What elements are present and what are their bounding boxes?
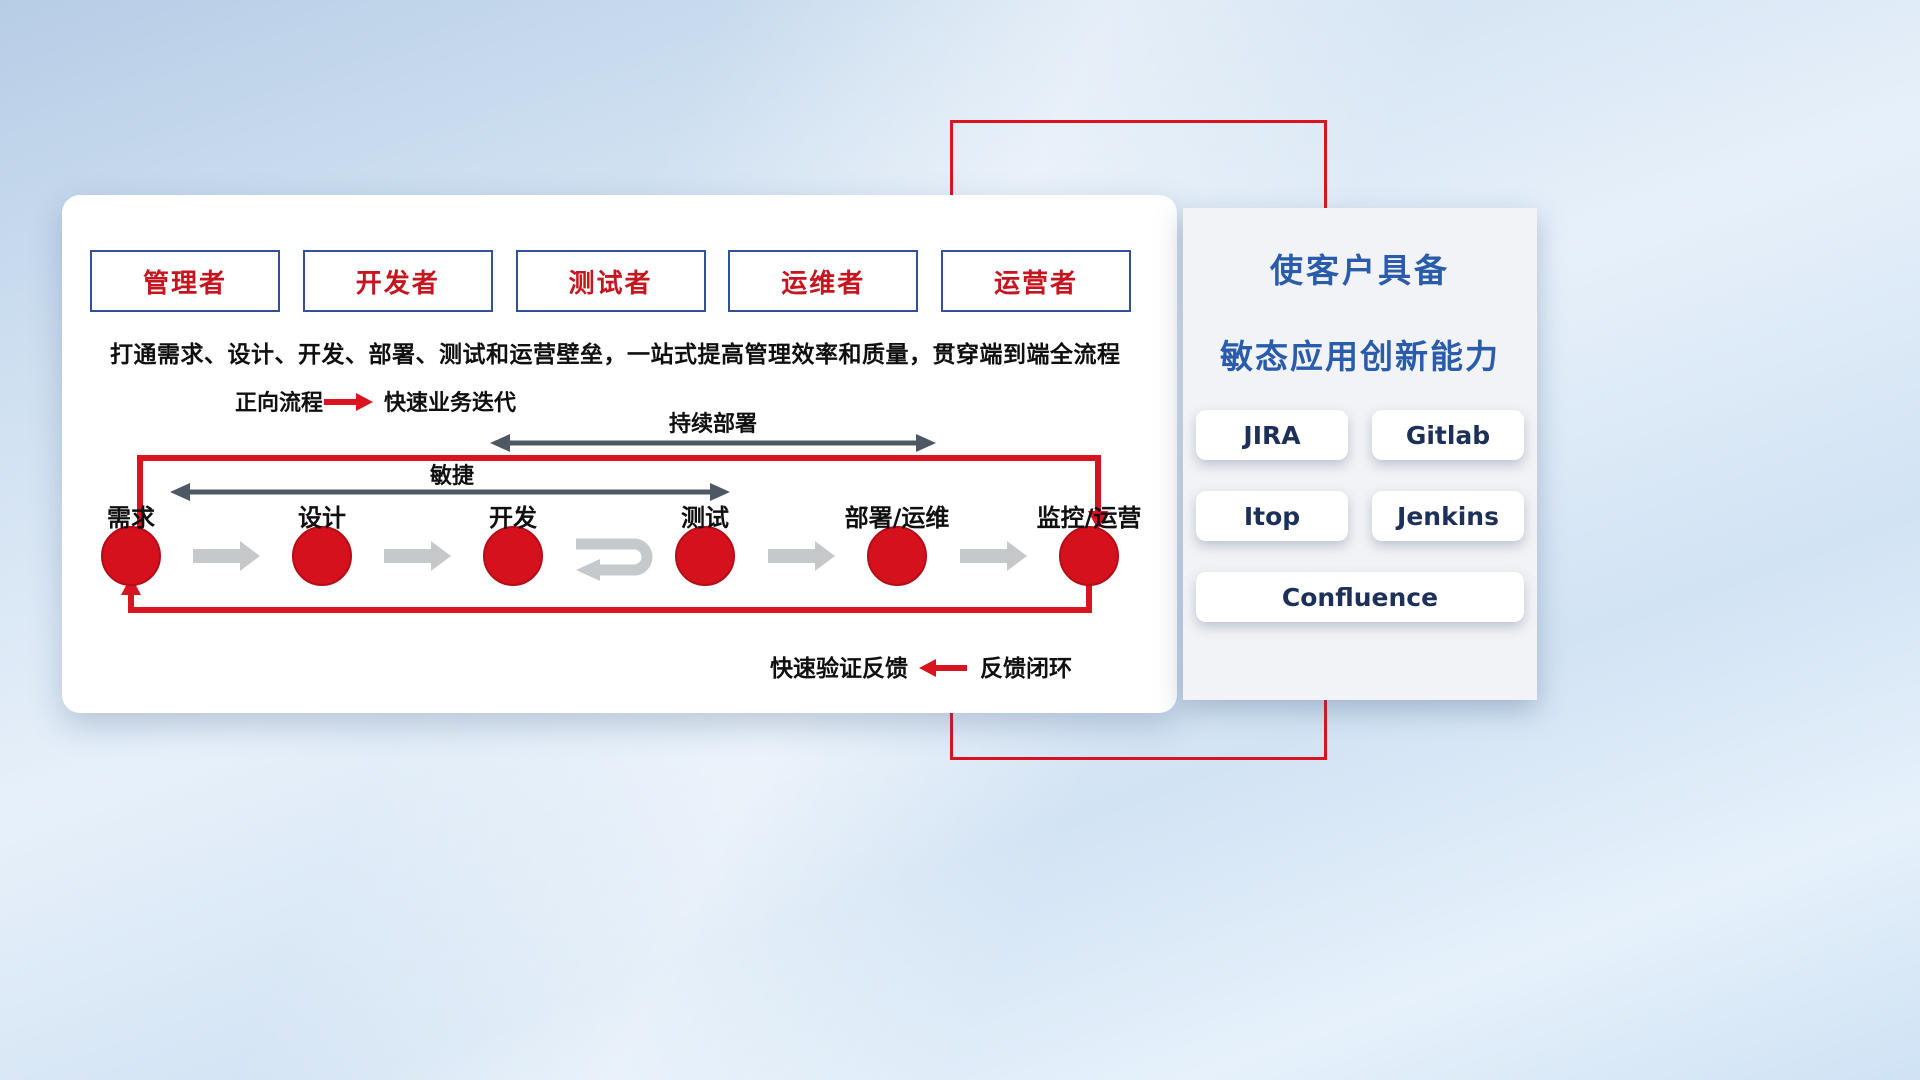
tool-chip-itop: Itop: [1196, 491, 1348, 541]
stage-circle: [867, 526, 927, 586]
stage-circle: [675, 526, 735, 586]
agile-span: 敏捷: [170, 463, 730, 501]
continuous-deploy-label: 持续部署: [669, 411, 757, 437]
stage-circle: [101, 526, 161, 586]
tool-chip-gitlab: Gitlab: [1372, 410, 1524, 460]
role-label: 管理者: [142, 268, 227, 299]
right-panel: 使客户具备 敏态应用创新能力 JIRA Gitlab Itop Jenkins …: [1183, 208, 1537, 700]
forward-loop-arrow: [137, 455, 1108, 530]
panel-title-line2: 敏态应用创新能力: [1220, 337, 1500, 376]
tool-chip-grid: JIRA Gitlab Itop Jenkins Confluence: [1196, 410, 1524, 622]
down-arrowhead-icon: [1088, 511, 1108, 530]
stage-label: 需求: [107, 504, 155, 532]
role-box-ops: 运维者: [728, 250, 919, 312]
role-label: 运营者: [993, 268, 1078, 299]
devops-flow-card: 管理者 开发者 测试者 运维者 运营者 打通需求、设计、开发、部署、测试和运营壁…: [62, 195, 1177, 713]
tool-chip-confluence: Confluence: [1196, 572, 1524, 622]
stage-label: 部署/运维: [845, 504, 950, 532]
iteration-loop-icon: [576, 538, 653, 581]
agile-label: 敏捷: [429, 463, 475, 489]
flow-arrow-icon: [960, 541, 1027, 571]
panel-title-line1: 使客户具备: [1270, 251, 1450, 290]
flow-arrow-icon: [768, 541, 835, 571]
feedback-label: 快速验证反馈: [770, 655, 908, 682]
stage-circles: [101, 526, 1119, 586]
stage-circle: [292, 526, 352, 586]
forward-flow-legend: 正向流程 快速业务迭代: [235, 390, 516, 416]
forward-flow-value: 快速业务迭代: [384, 390, 516, 416]
double-arrow-icon: [170, 483, 730, 501]
feedback-value: 反馈闭环: [980, 655, 1072, 682]
role-box-tester: 测试者: [515, 250, 706, 312]
stage-label: 监控/运营: [1037, 504, 1142, 532]
double-arrow-icon: [490, 434, 936, 452]
role-box-manager: 管理者: [90, 250, 280, 312]
stage-label: 设计: [298, 504, 346, 532]
tool-chip-jenkins: Jenkins: [1372, 491, 1524, 541]
role-box-operator: 运营者: [941, 250, 1131, 312]
feedback-loop-arrow: [121, 576, 1092, 613]
forward-flow-label: 正向流程: [235, 390, 323, 416]
role-box-developer: 开发者: [302, 250, 493, 312]
stage-label: 测试: [681, 504, 729, 532]
role-label: 运维者: [781, 268, 866, 299]
card-description: 打通需求、设计、开发、部署、测试和运营壁垒，一站式提高管理效率和质量，贯穿端到端…: [110, 342, 1121, 368]
flow-arrow-icon: [193, 541, 260, 571]
role-label: 测试者: [568, 268, 653, 299]
tool-chip-jira: JIRA: [1196, 410, 1348, 460]
left-arrow-icon: [919, 659, 967, 677]
stage-circle: [483, 526, 543, 586]
right-arrow-icon: [324, 393, 373, 411]
feedback-legend: 快速验证反馈 反馈闭环: [770, 655, 1072, 682]
stage-label: 开发: [489, 504, 537, 532]
role-label: 开发者: [355, 268, 440, 299]
stage-circle: [1059, 526, 1119, 586]
role-boxes-row: 管理者 开发者 测试者 运维者 运营者: [90, 250, 1131, 312]
stage-flow-arrows: [193, 541, 1027, 571]
continuous-deploy-span: 持续部署: [490, 411, 936, 452]
flow-arrow-icon: [384, 541, 451, 571]
stage-labels: 需求 设计 开发 测试 部署/运维 监控/运营: [107, 504, 1141, 532]
flow-diagram: 正向流程 快速业务迭代 持续部署 敏捷: [101, 390, 1141, 682]
